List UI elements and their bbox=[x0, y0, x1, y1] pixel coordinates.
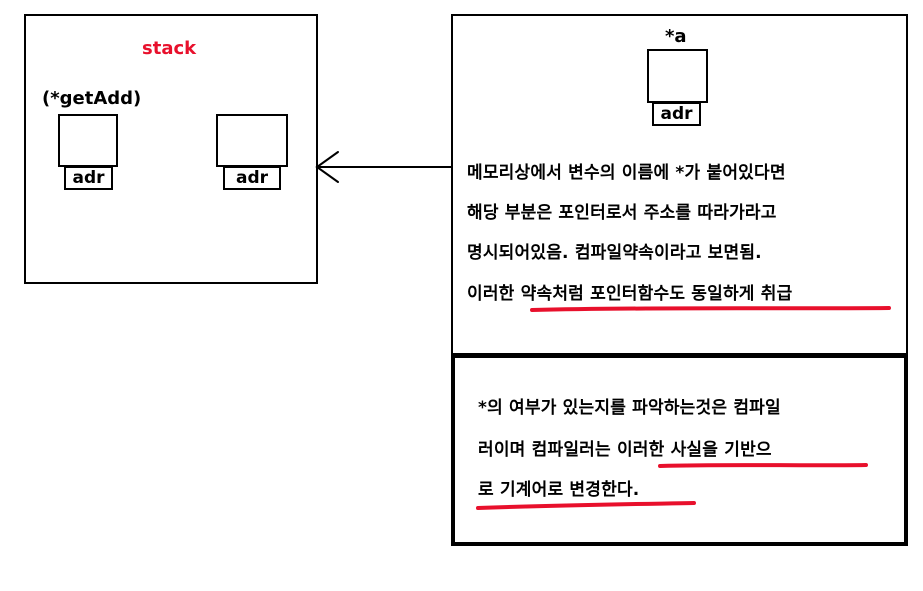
explanation-line-1: 메모리상에서 변수의 이름에 *가 붙어있다면 bbox=[467, 163, 786, 183]
explanation-line-3: 명시되어있음. 컴파일약속이라고 보면됨. bbox=[467, 243, 762, 263]
stack-right-cell bbox=[216, 114, 288, 167]
note-line-2: 러이며 컴파일러는 이러한 사실을 기반으 bbox=[478, 440, 772, 460]
stack-right-adr-tag: adr bbox=[223, 166, 281, 190]
compiler-note-frame bbox=[451, 353, 908, 546]
pointer-arrow bbox=[315, 151, 452, 183]
stack-left-adr-tag: adr bbox=[64, 166, 113, 190]
stack-left-cell bbox=[58, 114, 118, 167]
pointer-label: *a bbox=[665, 26, 687, 47]
pointer-adr-tag: adr bbox=[652, 102, 701, 126]
explanation-line-4: 이러한 약속처럼 포인터함수도 동일하게 취급 bbox=[467, 284, 793, 304]
pointer-cell bbox=[647, 49, 708, 103]
stack-frame bbox=[24, 14, 318, 284]
pointer-frame bbox=[451, 14, 908, 358]
note-line-1: *의 여부가 있는지를 파악하는것은 컴파일 bbox=[478, 398, 781, 418]
getadd-label: (*getAdd) bbox=[42, 88, 142, 109]
note-line-3: 로 기계어로 변경한다. bbox=[478, 480, 640, 500]
explanation-line-2: 해당 부분은 포인터로서 주소를 따라가라고 bbox=[467, 203, 777, 223]
stack-title: stack bbox=[142, 38, 197, 59]
